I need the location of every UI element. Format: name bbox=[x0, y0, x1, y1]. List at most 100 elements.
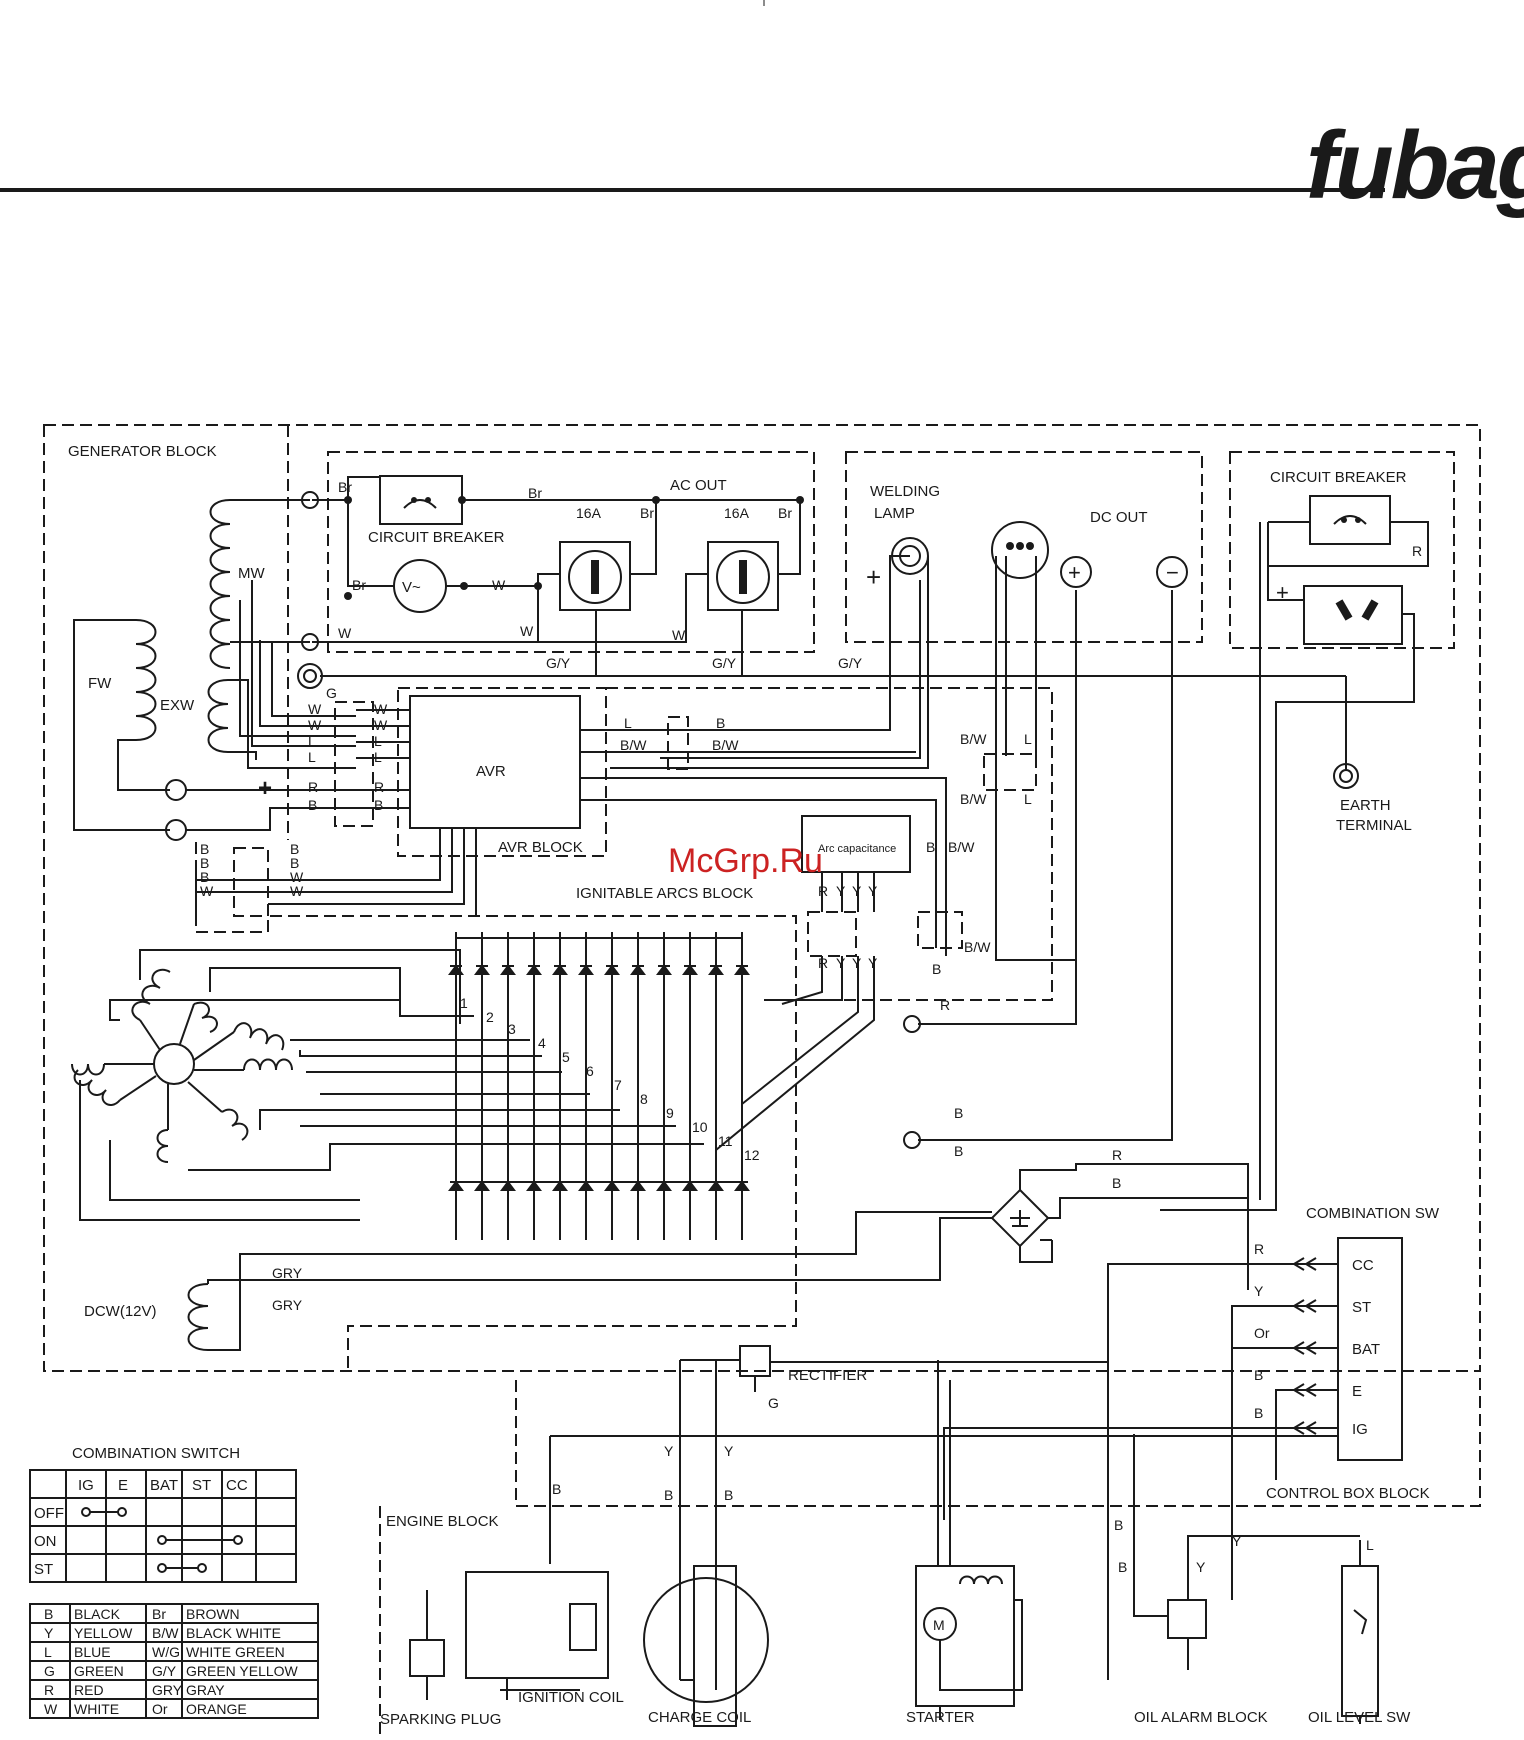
diode-upper bbox=[630, 964, 646, 975]
dc-out-label: DC OUT bbox=[1090, 509, 1148, 526]
color-code-cell: G/Y bbox=[152, 1663, 177, 1679]
wire-mark: L bbox=[1024, 731, 1032, 747]
wire-mark: W bbox=[374, 717, 388, 733]
wire-mark: R bbox=[818, 955, 828, 971]
ground-label-g: G bbox=[326, 685, 337, 701]
wire-mark: B bbox=[552, 1481, 561, 1497]
wire-mark: Y bbox=[724, 1443, 734, 1459]
switch-terminal-label: CC bbox=[1352, 1257, 1374, 1274]
diode-upper bbox=[656, 964, 672, 975]
dc-terminal-b bbox=[903, 1131, 921, 1149]
color-code-cell: WHITE bbox=[74, 1701, 119, 1717]
color-code-cell: GREEN YELLOW bbox=[186, 1663, 299, 1679]
charge-coil-label: CHARGE COIL bbox=[648, 1709, 751, 1726]
connector-arrow bbox=[1292, 1257, 1317, 1271]
color-code-cell: Or bbox=[152, 1701, 168, 1717]
diode-lower bbox=[474, 1180, 490, 1191]
color-code-cell: Y bbox=[44, 1625, 54, 1641]
connector-arrow bbox=[1292, 1341, 1317, 1355]
oil-level-sw bbox=[1341, 1565, 1379, 1717]
wire-mark: L bbox=[308, 749, 316, 765]
diode-upper bbox=[526, 964, 542, 975]
wire-mark: W bbox=[308, 701, 322, 717]
generator-block-outline bbox=[43, 424, 1481, 1372]
wire-mark: R bbox=[374, 779, 384, 795]
color-code-cell: BROWN bbox=[186, 1606, 240, 1622]
socket2-rating: 16A bbox=[724, 505, 750, 521]
wire-mark: W bbox=[290, 869, 304, 885]
welding-lamp-label-2: LAMP bbox=[874, 505, 915, 522]
wire-mark: B bbox=[724, 1487, 733, 1503]
wire-mark: Br bbox=[640, 505, 654, 521]
text-layer: fubag McGrp.Ru GENERATOR BLOCK CIRCUIT B… bbox=[68, 112, 1524, 1728]
color-code-cell: R bbox=[44, 1682, 54, 1698]
wire-mark: R bbox=[308, 779, 318, 795]
junction-dot bbox=[458, 496, 466, 504]
exw-label: EXW bbox=[160, 697, 195, 714]
wire-mark: B bbox=[200, 869, 209, 885]
diode-upper bbox=[500, 964, 516, 975]
wire-mark: B bbox=[716, 715, 725, 731]
junction-dot bbox=[652, 496, 660, 504]
wire-mark: Br bbox=[528, 485, 542, 501]
wire-mark: B bbox=[374, 797, 383, 813]
comb-node bbox=[233, 1535, 243, 1545]
wire-mark: B bbox=[954, 1143, 963, 1159]
diode-lower bbox=[448, 1180, 464, 1191]
control-box-label: CONTROL BOX BLOCK bbox=[1266, 1485, 1430, 1502]
diode-number: 1 bbox=[460, 995, 468, 1011]
diode-upper bbox=[448, 964, 464, 975]
wire-mark: R bbox=[1412, 543, 1422, 559]
diode-lower bbox=[500, 1180, 516, 1191]
junction-dot bbox=[796, 496, 804, 504]
switch-wire-color: Or bbox=[1254, 1325, 1270, 1341]
wire-mark: B bbox=[1114, 1517, 1123, 1533]
switch-wire-color: B bbox=[1254, 1405, 1263, 1421]
ac-out-label: AC OUT bbox=[670, 477, 727, 494]
diode-number: 10 bbox=[692, 1119, 708, 1135]
wire-mark: Br bbox=[338, 479, 352, 495]
color-code-cell: WHITE GREEN bbox=[186, 1644, 285, 1660]
comb-col-header: IG bbox=[78, 1477, 94, 1494]
diode-number: 5 bbox=[562, 1049, 570, 1065]
arc-capacitance bbox=[801, 815, 911, 873]
color-code-cell: B/W bbox=[152, 1625, 179, 1641]
diode-number: 6 bbox=[586, 1063, 594, 1079]
diode-lower bbox=[526, 1180, 542, 1191]
ignition-coil bbox=[465, 1571, 609, 1679]
oil-level-label: OIL LEVEL SW bbox=[1308, 1709, 1411, 1726]
wire-mark: Y bbox=[664, 1443, 674, 1459]
wire-mark: B bbox=[954, 1105, 963, 1121]
diode-number: 7 bbox=[614, 1077, 622, 1093]
wire-mark: Y bbox=[852, 955, 862, 971]
comb-node bbox=[157, 1563, 167, 1573]
diode-lower bbox=[682, 1180, 698, 1191]
color-code-cell: BLUE bbox=[74, 1644, 111, 1660]
dc-minus-terminal bbox=[1156, 556, 1188, 588]
color-code-cell: RED bbox=[74, 1682, 104, 1698]
wire-mark: Br bbox=[352, 577, 366, 593]
starter-box bbox=[915, 1565, 1015, 1707]
wire-mark: Y bbox=[1232, 1533, 1242, 1549]
diode-lower bbox=[578, 1180, 594, 1191]
avr-block-outline bbox=[397, 687, 607, 857]
circuit-breaker-ac-label: CIRCUIT BREAKER bbox=[368, 529, 505, 546]
junction-dot bbox=[460, 582, 468, 590]
wire-mark: L bbox=[308, 733, 316, 749]
wire-mark: G/Y bbox=[712, 655, 737, 671]
dc-socket bbox=[1303, 585, 1403, 645]
oil-alarm-label: OIL ALARM BLOCK bbox=[1134, 1709, 1268, 1726]
wire-mark: Y bbox=[836, 883, 846, 899]
switch-wire-color: R bbox=[1254, 1241, 1264, 1257]
comb-col-header: E bbox=[118, 1477, 128, 1494]
diode-lower bbox=[656, 1180, 672, 1191]
diode-number: 8 bbox=[640, 1091, 648, 1107]
wire-mark: W bbox=[672, 627, 686, 643]
dc-socket-plus: + bbox=[1276, 580, 1289, 605]
color-code-cell: YELLOW bbox=[74, 1625, 133, 1641]
arcs-block-label: IGNITABLE ARCS BLOCK bbox=[576, 885, 753, 902]
wire-mark: W bbox=[492, 577, 506, 593]
avr-block-label: AVR BLOCK bbox=[498, 839, 583, 856]
